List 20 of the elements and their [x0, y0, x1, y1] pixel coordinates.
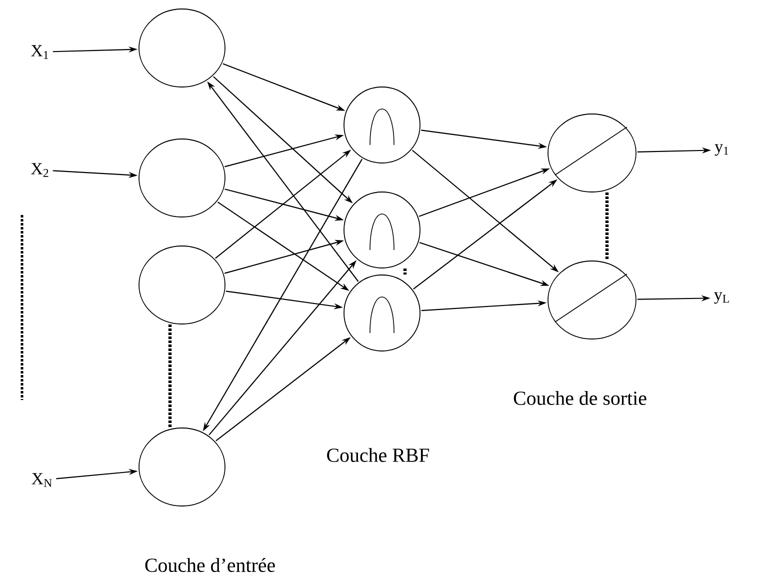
input-neuron — [138, 246, 226, 324]
output-label: y$_{L}$ — [714, 292, 729, 304]
input-neuron — [138, 138, 226, 218]
input-label: X$_{1}$ — [31, 45, 48, 59]
output-neuron — [548, 114, 636, 192]
layer-label: Couche de sortie — [514, 390, 646, 405]
rbf-neuron — [344, 86, 420, 164]
rbf-neuron — [344, 274, 420, 352]
output-label: y$_{1}$ — [714, 144, 728, 156]
input-label: X$_{2}$ — [31, 163, 48, 177]
rbf-neuron — [344, 192, 420, 268]
dotted-line — [168, 324, 172, 428]
dotted-line — [403, 268, 407, 275]
layer-label: Couche RBF — [327, 448, 430, 462]
layer-label: Couche d’entrée — [145, 558, 275, 572]
input-neuron — [138, 428, 226, 506]
input-label: X$_{N}$ — [32, 473, 52, 487]
output-neuron — [548, 260, 636, 340]
dotted-line — [605, 192, 609, 261]
input-neuron — [138, 8, 226, 88]
